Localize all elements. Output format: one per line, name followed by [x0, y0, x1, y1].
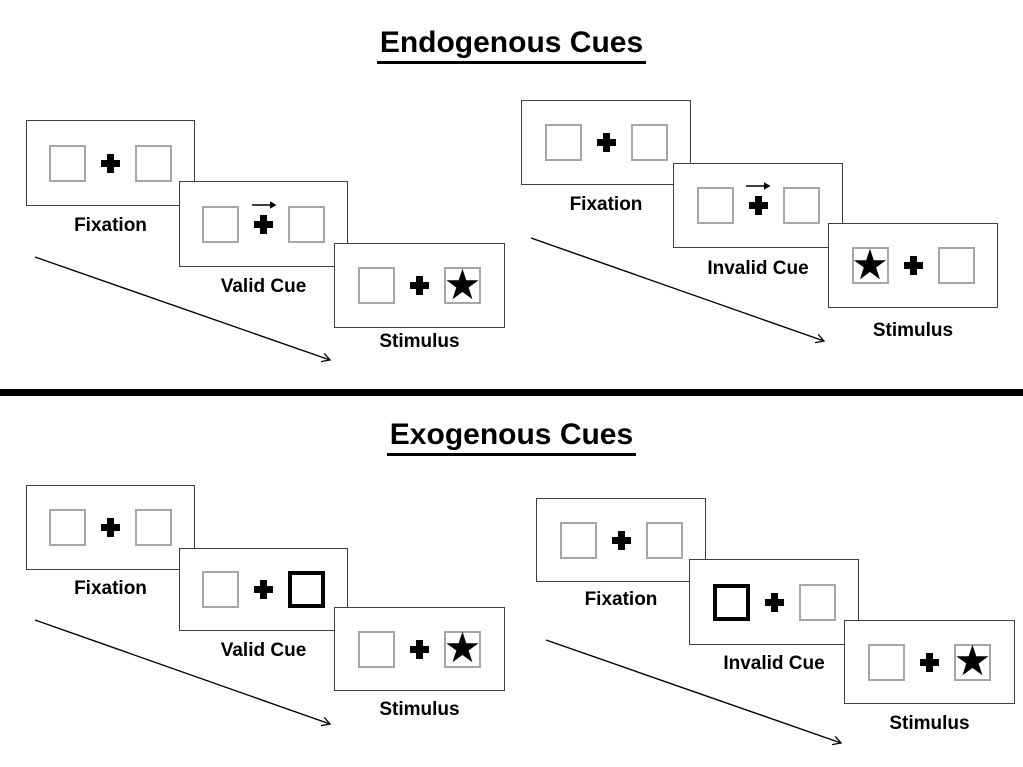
fixation-cross-icon — [254, 580, 273, 599]
right-box — [135, 144, 172, 182]
panel-valid-cue — [179, 548, 348, 631]
left-box — [696, 187, 734, 224]
fixation-point — [764, 592, 784, 612]
panel-stimulus: ★ — [828, 223, 998, 308]
fixation-point — [596, 133, 616, 152]
fixation-cross-icon — [764, 592, 784, 612]
right-box — [630, 124, 668, 161]
left-box — [202, 205, 239, 243]
time-arrow-endogenous-invalid — [530, 237, 824, 341]
panel-label-valid-cue: Valid Cue — [220, 276, 307, 297]
fixation-cross-icon — [611, 530, 631, 550]
fixation-cross-icon — [101, 518, 120, 537]
panel-label-invalid-cue: Invalid Cue — [723, 653, 825, 674]
fixation-point — [410, 639, 429, 659]
right-box — [937, 247, 975, 284]
left-box — [202, 571, 239, 608]
cue-arrow-right-icon — [251, 200, 276, 209]
left-box — [358, 630, 395, 668]
fixation-cross-icon — [920, 652, 939, 672]
fixation-point — [101, 518, 120, 537]
panel-fixation — [536, 498, 706, 582]
fixation-cross-icon — [410, 276, 429, 295]
left-box — [49, 144, 86, 182]
left-box — [358, 267, 395, 304]
panel-invalid-cue — [673, 163, 843, 248]
section-title-endogenous: Endogenous Cues — [0, 26, 1023, 64]
right-box — [782, 187, 820, 224]
panel-fixation — [26, 120, 195, 206]
fixation-cross-icon — [748, 196, 768, 215]
target-star-icon: ★ — [851, 240, 889, 288]
fixation-point — [410, 276, 429, 295]
time-arrow-endogenous-valid — [34, 256, 330, 360]
fixation-cross-icon — [596, 133, 616, 152]
target-star-icon: ★ — [443, 260, 482, 308]
left-box — [559, 521, 597, 559]
fixation-point — [746, 182, 771, 215]
left-box-target: ★ — [851, 240, 889, 288]
right-box — [288, 205, 325, 243]
panel-label-stimulus: Stimulus — [872, 320, 954, 341]
panel-label-invalid-cue: Invalid Cue — [707, 258, 809, 279]
fixation-point — [903, 256, 923, 275]
fixation-point — [251, 200, 276, 234]
left-box-cued — [712, 583, 750, 621]
fixation-cross-icon — [903, 256, 923, 275]
panel-valid-cue — [179, 181, 348, 267]
panel-label-fixation: Fixation — [74, 578, 147, 599]
right-box-target: ★ — [954, 640, 992, 682]
section-divider — [0, 389, 1023, 396]
panel-label-stimulus: Stimulus — [379, 331, 460, 352]
panel-stimulus: ★ — [844, 620, 1015, 704]
fixation-point — [920, 652, 939, 672]
target-star-icon: ★ — [953, 637, 992, 684]
panel-label-valid-cue: Valid Cue — [220, 640, 307, 661]
left-box — [544, 124, 582, 161]
panel-fixation — [521, 100, 691, 185]
panel-stimulus: ★ — [334, 607, 505, 691]
fixation-cross-icon — [101, 153, 120, 173]
panel-label-fixation: Fixation — [569, 194, 643, 215]
right-box — [798, 583, 836, 621]
right-box-target: ★ — [444, 627, 482, 669]
time-arrow-exogenous-valid — [34, 619, 330, 724]
panel-label-stimulus: Stimulus — [379, 699, 460, 720]
panel-fixation — [26, 485, 195, 570]
section-title-text: Endogenous Cues — [376, 26, 647, 64]
panel-label-stimulus: Stimulus — [889, 713, 970, 734]
panel-invalid-cue — [689, 559, 859, 645]
right-box — [135, 509, 172, 546]
fixation-point — [101, 153, 120, 173]
fixation-cross-icon — [410, 639, 429, 659]
section-title-exogenous: Exogenous Cues — [0, 418, 1023, 456]
right-box-target: ★ — [443, 260, 482, 308]
left-box — [49, 509, 86, 546]
panel-stimulus: ★ — [334, 243, 505, 328]
cue-arrow-right-icon — [746, 182, 771, 190]
fixation-point — [254, 580, 273, 599]
panel-label-fixation: Fixation — [584, 589, 658, 610]
section-title-text: Exogenous Cues — [386, 418, 637, 456]
fixation-cross-icon — [254, 214, 273, 234]
fixation-point — [611, 530, 631, 550]
right-box-cued — [288, 571, 325, 608]
right-box — [645, 521, 683, 559]
target-star-icon: ★ — [443, 624, 482, 671]
panel-label-fixation: Fixation — [74, 215, 147, 236]
left-box — [868, 643, 905, 681]
